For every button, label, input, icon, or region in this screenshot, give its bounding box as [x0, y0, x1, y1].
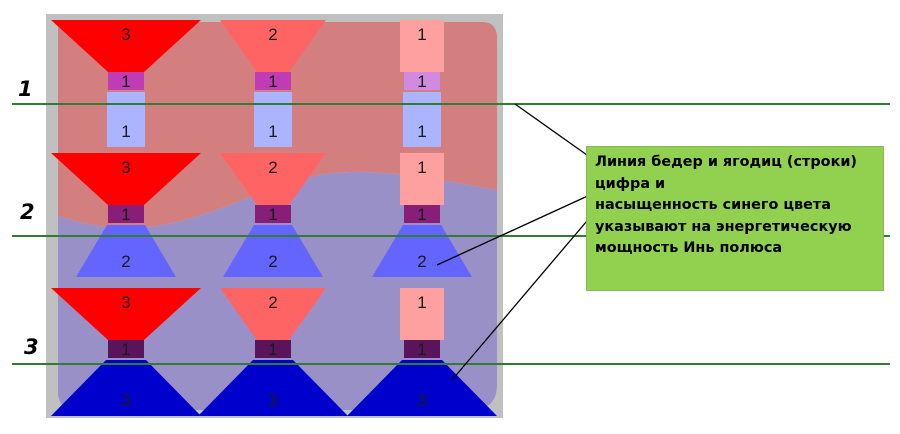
figure-r2-c2-waist-number: 1	[268, 205, 277, 224]
connector-line-1	[514, 103, 595, 161]
figure-r2-c2-waist	[255, 205, 291, 223]
figure-r1-c3-upper-number: 1	[417, 25, 426, 44]
figure-r3-c3-upper-shape	[400, 288, 444, 340]
figure-r1-c1-lower-number: 1	[121, 122, 130, 141]
figure-r3-c2-lower-number: 3	[268, 391, 277, 410]
figure-r3-c1-upper-number: 3	[121, 293, 130, 312]
connector-line-2	[436, 193, 593, 266]
figure-r1-c3-waist-number: 1	[417, 72, 426, 91]
callout-line-3: насыщенность синего цвета	[595, 197, 831, 213]
figure-r3-c1-upper-shape	[51, 288, 201, 340]
figure-r1-c1-upper-shape	[51, 20, 201, 72]
figure-r2-c3-waist	[404, 205, 440, 223]
figure-r2-c3-upper-number: 1	[417, 158, 426, 177]
figure-r3-c2-upper-shape	[220, 288, 326, 340]
figure-r3-c3-lower-shape	[347, 360, 497, 416]
figure-r3-c2-waist	[255, 340, 291, 358]
figure-r2-c1-waist	[108, 205, 144, 223]
figure-r1-c1-waist-number: 1	[121, 72, 130, 91]
figure-r1-c2-lower-shape	[254, 92, 292, 147]
callout-connectors	[436, 103, 595, 381]
connector-line-3	[451, 214, 593, 381]
figure-r1-c2-waist	[255, 72, 291, 90]
figure-r2-c1-lower-shape	[76, 225, 176, 277]
figure-r1-c3-upper-shape	[400, 20, 444, 72]
figure-r3-c1-lower-number: 3	[121, 391, 130, 410]
callout-line-5: мощность Инь полюса	[595, 240, 783, 256]
figure-r1-c2-waist-number: 1	[268, 72, 277, 91]
figure-r2-c2-upper-number: 2	[268, 158, 277, 177]
figure-r2-c1-upper-shape	[51, 153, 201, 205]
callout-line-4: указывают на энергетическую	[595, 218, 852, 235]
figure-r3-c3-lower-number: 3	[417, 391, 426, 410]
figure-r1-c1-lower-shape	[107, 92, 145, 147]
figure-r2-c2-lower-shape	[223, 225, 323, 277]
figure-r3-c3-upper-number: 1	[417, 293, 426, 312]
figure-r2-c1-waist-number: 1	[121, 205, 130, 224]
figure-r3-c1-waist	[108, 340, 144, 358]
figure-r1-c1-upper-number: 3	[121, 25, 130, 44]
figure-r2-c1-lower-number: 2	[121, 252, 130, 271]
row-label-3: 3	[24, 335, 39, 359]
figure-r2-c3-lower-number: 2	[417, 252, 426, 271]
figure-r1-c3-lower-shape	[403, 92, 441, 147]
figure-r1-c3-lower-number: 1	[417, 122, 426, 141]
figure-r3-c1-lower-shape	[51, 360, 201, 416]
figure-r1-c2-upper-shape	[220, 20, 326, 72]
figure-r1-c2-upper-number: 2	[268, 25, 277, 44]
row-labels: 1 2 3	[18, 77, 39, 359]
callout-box: Линия бедер и ягодиц (строки) цифра и на…	[586, 146, 884, 291]
callout-line-2: цифра и	[595, 175, 666, 192]
figure-r2-c2-upper-shape	[220, 153, 326, 205]
figure-r2-c1-upper-number: 3	[121, 158, 130, 177]
figure-r3-c3-waist	[404, 340, 440, 358]
figure-r1-c3-waist	[404, 72, 440, 90]
row-label-1: 1	[18, 77, 33, 101]
figure-r3-c2-waist-number: 1	[268, 340, 277, 359]
figure-r2-c3-lower-shape	[372, 225, 472, 277]
figure-r3-c2-lower-shape	[198, 360, 348, 416]
figure-r1-c2-lower-number: 1	[268, 122, 277, 141]
figure-r2-c3-upper-shape	[400, 153, 444, 205]
row-label-2: 2	[20, 200, 35, 224]
figure-r3-c2-upper-number: 2	[268, 293, 277, 312]
figure-r1-c1-waist	[108, 72, 144, 90]
figure-r3-c1-waist-number: 1	[121, 340, 130, 359]
figure-r2-c3-waist-number: 1	[417, 205, 426, 224]
figure-r2-c2-lower-number: 2	[268, 252, 277, 271]
callout-line-1: Линия бедер и ягодиц (строки)	[595, 154, 857, 170]
figure-r3-c3-waist-number: 1	[417, 340, 426, 359]
figures-grid: 3 1 1 2 1 1 1 1 1 3 1 2 2 1 2 1 1 2 3 1 3 2 1 3 1 1 3	[51, 20, 497, 416]
